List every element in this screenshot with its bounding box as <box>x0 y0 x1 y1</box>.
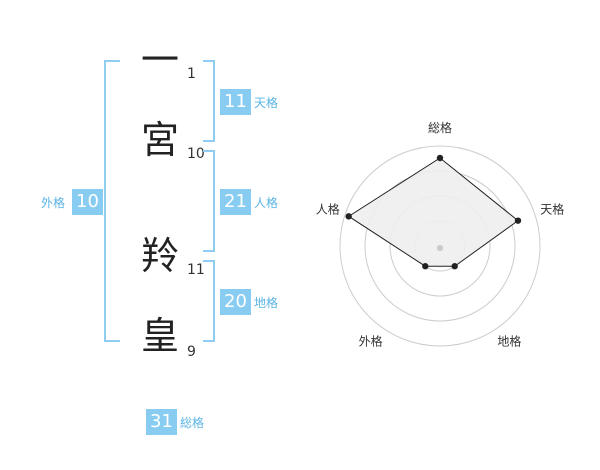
radar-axis-label: 地格 <box>497 333 521 348</box>
gaikaku-value: 10 <box>72 189 103 215</box>
jinkaku-value: 21 <box>220 189 251 215</box>
radar-axis-label: 総格 <box>428 120 452 135</box>
radar-point-1 <box>436 154 444 162</box>
stroke-count-4: 9 <box>187 344 196 360</box>
stroke-count-2: 10 <box>187 146 205 162</box>
soukaku-value: 31 <box>146 409 177 435</box>
chikaku-bracket <box>203 260 215 342</box>
radar-center-dot <box>437 245 443 251</box>
tenkaku-bracket <box>203 60 215 142</box>
jinkaku-label: 人格 <box>254 196 279 210</box>
radar-point-3 <box>451 263 458 270</box>
tenkaku-label: 天格 <box>254 96 279 110</box>
gaikaku-bracket <box>104 60 120 342</box>
radar-data-polygon <box>347 157 519 267</box>
stroke-count-3: 11 <box>187 262 205 278</box>
chikaku-label: 地格 <box>254 296 279 310</box>
stroke-count-1: 1 <box>187 66 196 82</box>
name-char-2: 宮 <box>140 118 179 162</box>
radar-point-5 <box>345 213 352 220</box>
jinkaku-bracket <box>203 150 215 252</box>
name-char-3: 羚 <box>140 234 179 278</box>
radar-grid-ring <box>339 145 541 347</box>
radar-axis-label: 外格 <box>359 333 383 348</box>
radar-point-4 <box>422 263 429 270</box>
soukaku-label: 総格 <box>180 416 205 430</box>
gaikaku-label: 外格 <box>41 196 66 210</box>
radar-point-2 <box>514 217 522 224</box>
name-char-4: 皇 <box>140 314 179 358</box>
radar-axis-label: 天格 <box>540 202 564 217</box>
radar-axis-label: 人格 <box>316 202 340 217</box>
name-char-1: 一 <box>140 38 179 82</box>
chikaku-value: 20 <box>220 289 251 315</box>
tenkaku-value: 11 <box>220 89 251 115</box>
